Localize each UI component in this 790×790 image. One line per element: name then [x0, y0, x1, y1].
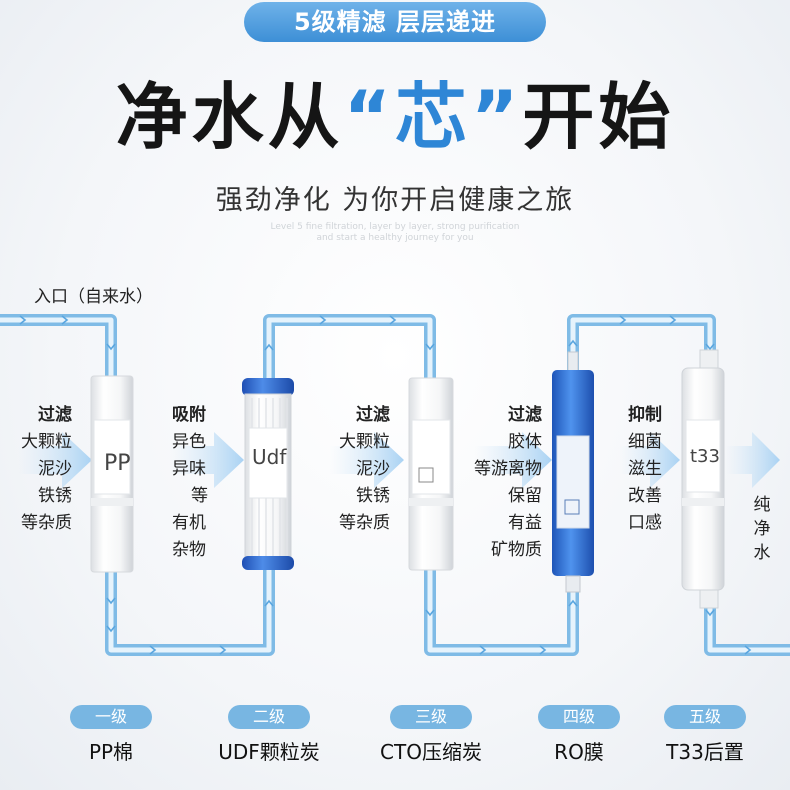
stage-5-line: 改善 — [628, 486, 662, 506]
headline-part-b: 开始 — [522, 75, 675, 159]
stage-2-function-title: 吸附 — [172, 405, 206, 425]
stage-2-line: 异色 — [172, 432, 206, 452]
process-arrows — [18, 432, 780, 488]
subheading: 强劲净化 为你开启健康之旅 — [215, 185, 575, 216]
headline-part-a: 净水从 — [115, 75, 344, 159]
stage-5-line: 口感 — [628, 513, 662, 533]
stage-3-line: 泥沙 — [356, 459, 390, 479]
udf-filter-mark: Udf — [252, 445, 287, 469]
stage-5-function-title: 抑制 — [628, 405, 662, 425]
stage-count-pill: 5级精滤 层层递进 — [244, 2, 546, 42]
stage-5-function: 抑制 细菌 滋生 改善 口感 — [628, 402, 678, 537]
outlet-label: 纯净水 — [753, 495, 771, 563]
stage-4-line: 胶体 — [508, 432, 542, 452]
stage-3-line: 大颗粒 — [339, 432, 390, 452]
stage-2-line: 杂物 — [172, 540, 206, 560]
stage-4-line: 有益 — [508, 513, 542, 533]
stage-1-line: 铁锈 — [38, 486, 72, 506]
stage-2-name: UDF颗粒炭 — [218, 740, 320, 764]
udf-carbon-filter: Udf — [242, 378, 294, 570]
english-caption-line-2: and start a healthy journey for you — [316, 233, 474, 243]
stage-5-badge: 五级 — [664, 705, 746, 729]
stage-1-function: 过滤 大颗粒 泥沙 铁锈 等杂质 — [10, 402, 72, 537]
inlet-label: 入口（自来水） — [34, 287, 153, 307]
flow-arrows — [19, 315, 752, 655]
stage-4-badge: 四级 — [538, 705, 620, 729]
stage-2-line: 等 — [191, 486, 208, 506]
pp-filter-mark: PP — [104, 451, 131, 476]
stage-4-name: RO膜 — [554, 740, 604, 764]
stage-4-function: 过滤 胶体 等游离物 保留 有益 矿物质 — [462, 402, 542, 564]
stage-3-function-title: 过滤 — [356, 405, 390, 425]
stage-1-line: 大颗粒 — [21, 432, 72, 452]
stage-4-function-title: 过滤 — [508, 405, 542, 425]
stage-2-line: 有机 — [172, 513, 206, 533]
ro-membrane-filter — [552, 351, 594, 593]
stage-4-line: 保留 — [508, 486, 542, 506]
t33-post-filter: t33 — [681, 349, 725, 609]
english-caption: Level 5 fine filtration, layer by layer,… — [0, 222, 790, 244]
stage-5-line: 细菌 — [628, 432, 662, 452]
headline-core-word: “芯” — [343, 75, 523, 159]
cto-carbon-filter — [408, 377, 454, 571]
stage-1-line: 等杂质 — [21, 513, 72, 533]
stage-1-name: PP棉 — [88, 740, 134, 764]
headline: 净水从“芯”开始 — [0, 72, 790, 162]
english-caption-line-1: Level 5 fine filtration, layer by layer,… — [270, 222, 520, 232]
stage-2-badge: 二级 — [228, 705, 310, 729]
stage-5-name: T33后置 — [666, 740, 744, 764]
stage-2-function: 吸附 异色 异味 等 有机 杂物 — [172, 402, 236, 564]
stage-4-line: 等游离物 — [474, 459, 542, 479]
stage-3-name: CTO压缩炭 — [380, 740, 482, 764]
stage-1-line: 泥沙 — [38, 459, 72, 479]
stage-1-badge: 一级 — [70, 705, 152, 729]
stage-3-line: 等杂质 — [339, 513, 390, 533]
stage-1-function-title: 过滤 — [38, 405, 72, 425]
stage-3-badge: 三级 — [390, 705, 472, 729]
stage-4-line: 矿物质 — [491, 540, 542, 560]
stage-2-line: 异味 — [172, 459, 206, 479]
t33-filter-mark: t33 — [690, 446, 720, 467]
stage-3-line: 铁锈 — [356, 486, 390, 506]
stage-5-line: 滋生 — [628, 459, 662, 479]
pp-cotton-filter: PP — [90, 375, 134, 573]
stage-3-function: 过滤 大颗粒 泥沙 铁锈 等杂质 — [326, 402, 390, 537]
